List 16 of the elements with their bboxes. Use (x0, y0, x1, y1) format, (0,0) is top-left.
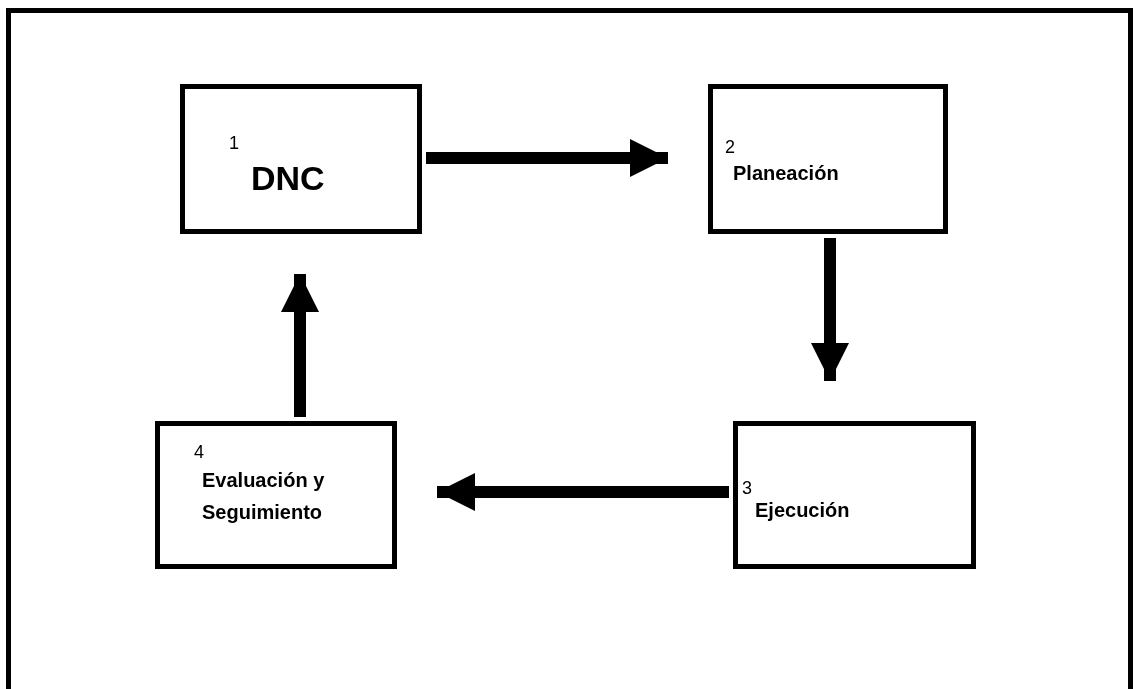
arrow (426, 138, 668, 178)
step-label: Planeación (733, 161, 840, 186)
step-label: Evaluación y Seguimiento (202, 468, 326, 525)
process-box (155, 421, 397, 569)
step-number: 3 (742, 478, 752, 499)
arrow (810, 238, 850, 381)
step-number: 1 (229, 133, 239, 154)
step-number: 4 (194, 442, 204, 463)
arrow (437, 472, 729, 512)
step-label: Ejecución (755, 498, 851, 523)
process-box (733, 421, 976, 569)
process-box (180, 84, 422, 234)
arrow (280, 274, 320, 417)
step-label: DNC (251, 158, 326, 199)
step-number: 2 (725, 137, 735, 158)
process-box (708, 84, 948, 234)
